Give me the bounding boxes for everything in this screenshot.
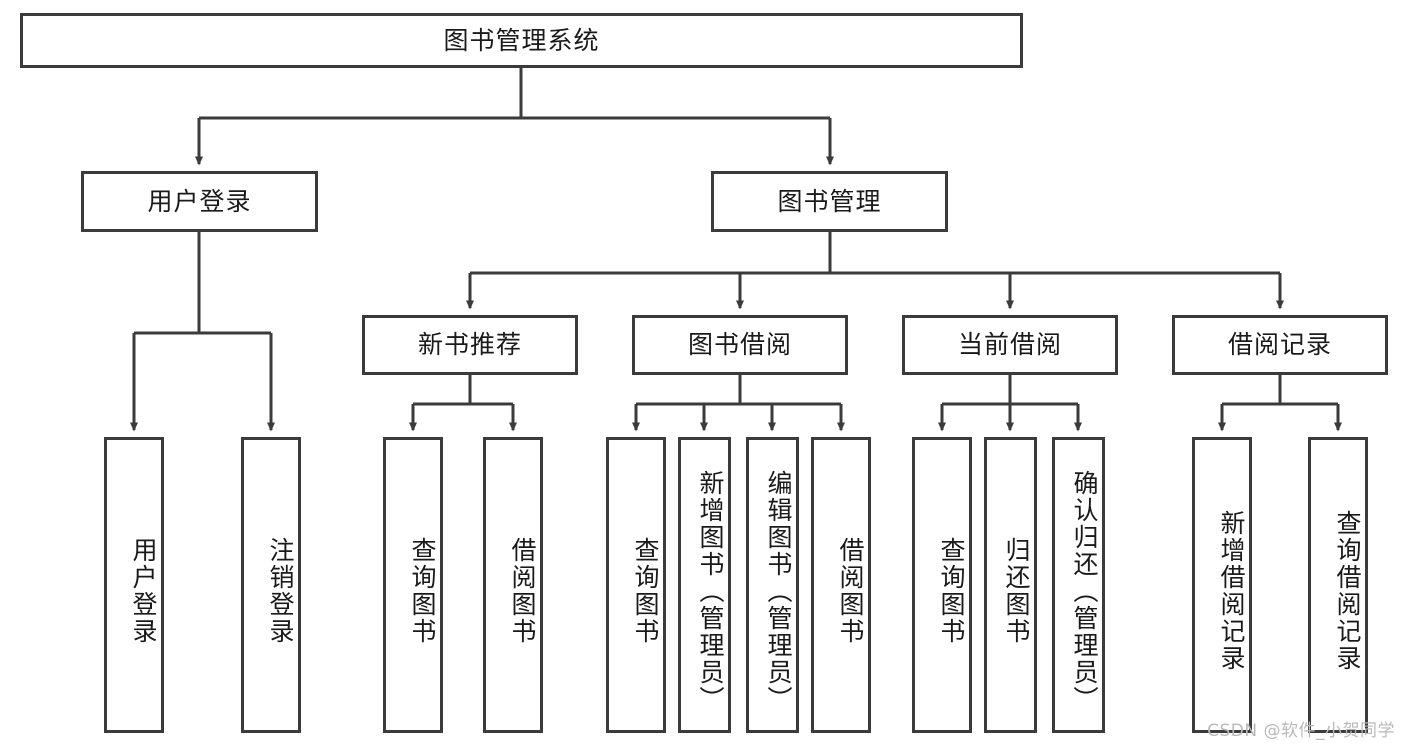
node-label: 新增图书（管理员） — [696, 469, 725, 713]
node-current-borrow[interactable]: 当前借阅 — [902, 315, 1118, 375]
node-label: 借阅图书 — [508, 537, 537, 645]
leaf-new-book-query-book[interactable]: 查询图书 — [383, 437, 443, 733]
leaf-book-borrow-edit-book-admin[interactable]: 编辑图书（管理员） — [746, 437, 799, 733]
leaf-current-borrow-query-book[interactable]: 查询图书 — [912, 437, 972, 733]
leaf-book-borrow-borrow-book[interactable]: 借阅图书 — [811, 437, 871, 733]
node-user-login[interactable]: 用户登录 — [81, 171, 318, 232]
watermark: CSDN @软件_小贺同学 — [1207, 721, 1395, 741]
node-new-book-recommend[interactable]: 新书推荐 — [362, 315, 578, 375]
node-label: 借阅记录 — [1227, 330, 1332, 360]
node-label: 查询图书 — [408, 537, 437, 645]
node-root-book-management-system[interactable]: 图书管理系统 — [20, 13, 1023, 68]
leaf-user-login-login[interactable]: 用户登录 — [104, 437, 164, 733]
leaf-book-borrow-add-book-admin[interactable]: 新增图书（管理员） — [678, 437, 731, 733]
node-label: 注销登录 — [266, 537, 295, 645]
node-label: 新增借阅记录 — [1217, 510, 1246, 672]
node-label: 新书推荐 — [417, 330, 522, 360]
leaf-borrow-record-add-record[interactable]: 新增借阅记录 — [1192, 437, 1252, 733]
node-label: 查询图书 — [631, 537, 660, 645]
node-label: 用户登录 — [129, 537, 158, 645]
node-label: 借阅图书 — [836, 537, 865, 645]
node-label: 编辑图书（管理员） — [764, 469, 793, 713]
node-label: 图书借阅 — [687, 330, 792, 360]
node-label: 图书管理系统 — [443, 25, 600, 55]
leaf-user-login-logout[interactable]: 注销登录 — [241, 437, 301, 733]
leaf-current-borrow-return-book[interactable]: 归还图书 — [984, 437, 1037, 733]
node-book-management[interactable]: 图书管理 — [711, 171, 948, 232]
leaf-new-book-borrow-book[interactable]: 借阅图书 — [483, 437, 543, 733]
node-label: 当前借阅 — [957, 330, 1062, 360]
node-label: 确认归还（管理员） — [1070, 469, 1099, 713]
node-label: 查询借阅记录 — [1333, 510, 1362, 672]
leaf-borrow-record-query-record[interactable]: 查询借阅记录 — [1308, 437, 1368, 733]
node-label: 查询图书 — [937, 537, 966, 645]
node-label: 用户登录 — [147, 186, 252, 216]
node-book-borrow[interactable]: 图书借阅 — [632, 315, 848, 375]
leaf-current-borrow-confirm-return-admin[interactable]: 确认归还（管理员） — [1052, 437, 1105, 733]
leaf-book-borrow-query-book[interactable]: 查询图书 — [606, 437, 666, 733]
node-label: 图书管理 — [777, 186, 882, 216]
node-borrow-record[interactable]: 借阅记录 — [1172, 315, 1388, 375]
node-label: 归还图书 — [1002, 537, 1031, 645]
